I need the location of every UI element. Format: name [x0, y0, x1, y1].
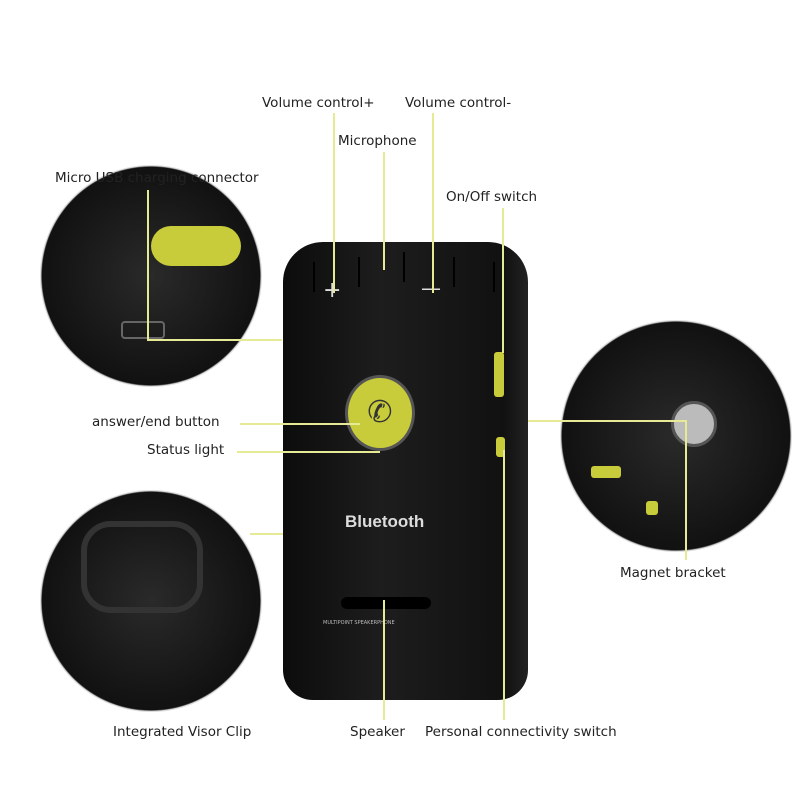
magnet-closeup — [560, 320, 792, 552]
label-magnet: Magnet bracket — [620, 565, 726, 581]
magnet-icon — [671, 401, 717, 447]
answer-button-closeup — [151, 226, 241, 266]
phone-icon: ✆ — [367, 395, 393, 430]
label-answer: answer/end button — [92, 414, 220, 430]
usb-port-closeup — [121, 321, 165, 339]
visor-clip — [81, 521, 203, 613]
label-usb: Micro USB charging connector — [55, 170, 259, 186]
volume-minus-button[interactable]: — — [421, 276, 441, 300]
switch-closeup — [591, 466, 621, 478]
on-off-switch[interactable] — [494, 352, 504, 397]
label-speaker: Speaker — [350, 724, 405, 740]
switch-closeup-2 — [646, 501, 658, 515]
label-visor: Integrated Visor Clip — [113, 724, 252, 740]
device-subtitle: MULTIPOINT SPEAKERPHONE — [323, 620, 395, 626]
volume-plus-button[interactable]: + — [323, 278, 341, 303]
speaker-grille — [341, 597, 431, 609]
brand-logo: Bluetooth — [345, 512, 425, 531]
label-volume-minus: Volume control- — [405, 95, 512, 111]
label-volume-plus: Volume control+ — [262, 95, 375, 111]
label-onoff: On/Off switch — [446, 189, 538, 205]
label-personal: Personal connectivity switch — [425, 724, 617, 740]
personal-connectivity-switch[interactable] — [496, 437, 505, 457]
label-microphone: Microphone — [338, 133, 417, 149]
usb-closeup — [40, 165, 262, 387]
label-status: Status light — [147, 442, 225, 458]
answer-end-button[interactable]: ✆ — [345, 375, 415, 451]
visor-clip-closeup — [40, 490, 262, 712]
bluetooth-speakerphone: + — ✆ Bluetooth MULTIPOINT SPEAKERPHONE — [283, 242, 528, 700]
